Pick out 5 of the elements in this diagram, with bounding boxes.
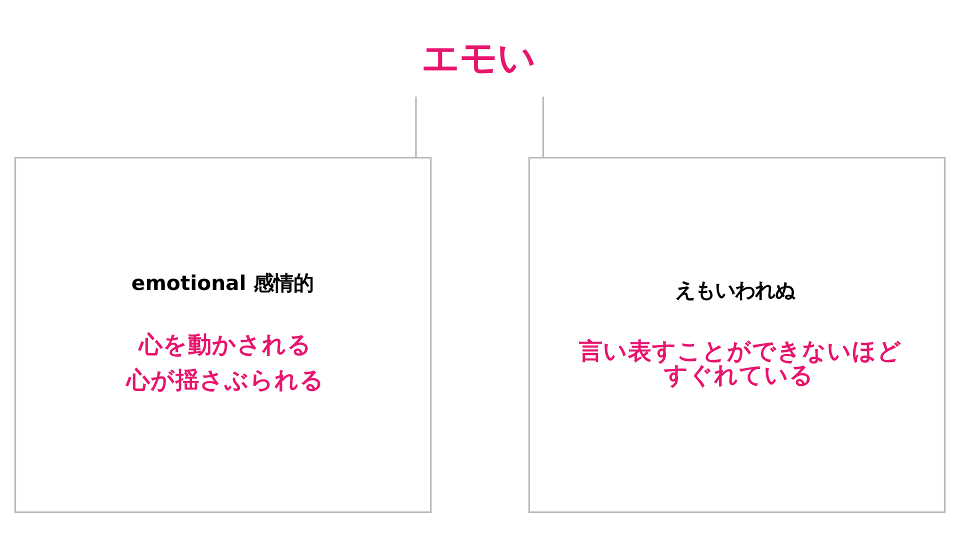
connector [415,96,417,157]
node-box: emotional 感情的 心を動かされる 心が揺さぶられる [14,156,432,513]
node-text: エモい [421,35,536,80]
connector [542,96,544,157]
node-box: えもいわれぬ 言い表すことができないほどすぐれている [528,156,946,513]
